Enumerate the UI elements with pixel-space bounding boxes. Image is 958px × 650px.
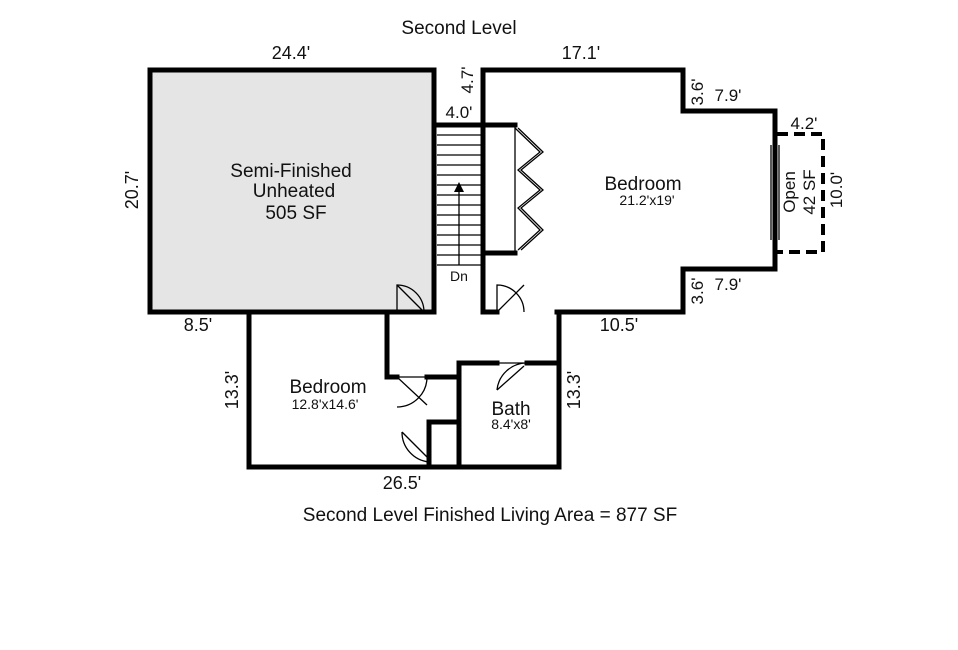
stairs-down-label: Dn (450, 268, 468, 284)
dim-lower-left-side: 13.3' (222, 371, 242, 409)
semi-finished-area: 505 SF (265, 203, 326, 224)
dim-semi-top: 24.4' (272, 43, 310, 63)
dim-stair-width: 4.0' (446, 103, 473, 122)
dim-open-top: 4.2' (791, 114, 818, 133)
dim-bump-bottom-horiz: 7.9' (715, 275, 742, 294)
main-bedroom-size: 21.2'x19' (619, 192, 674, 208)
open-area-size: 42 SF (800, 169, 819, 214)
doors (396, 284, 528, 463)
closet (480, 122, 544, 256)
dim-lower-left-top: 8.5' (184, 315, 212, 335)
small-bedroom-size: 12.8'x14.6' (292, 396, 359, 412)
dim-semi-left: 20.7' (122, 171, 142, 209)
dim-stair-gap: 4.7' (458, 67, 477, 94)
dim-open-right: 10.0' (827, 172, 846, 208)
small-bedroom-name: Bedroom (289, 377, 366, 398)
stairs (437, 134, 482, 266)
dim-lower-bottom: 26.5' (383, 473, 421, 493)
finished-area-summary: Second Level Finished Living Area = 877 … (303, 505, 677, 526)
dim-lower-right-top: 10.5' (600, 315, 638, 335)
semi-finished-label: Semi-Finished (230, 161, 351, 182)
dim-bed-top: 17.1' (562, 43, 600, 63)
bath-name: Bath (491, 399, 530, 420)
semi-finished-label: Unheated (253, 181, 335, 202)
stair-arrow-head (454, 182, 464, 192)
main-bedroom-name: Bedroom (604, 174, 681, 195)
dim-lower-right-side: 13.3' (564, 371, 584, 409)
dim-bump-bottom-vert: 3.6' (688, 278, 707, 305)
open-area-label: Open (780, 171, 799, 213)
bath-size: 8.4'x8' (491, 416, 531, 432)
dim-bump-top-horiz: 7.9' (715, 86, 742, 105)
dim-bump-top-vert: 3.6' (688, 79, 707, 106)
open-area (777, 132, 825, 254)
plan-title: Second Level (401, 18, 516, 39)
semi-finished-room (147, 67, 437, 315)
window (770, 145, 780, 240)
